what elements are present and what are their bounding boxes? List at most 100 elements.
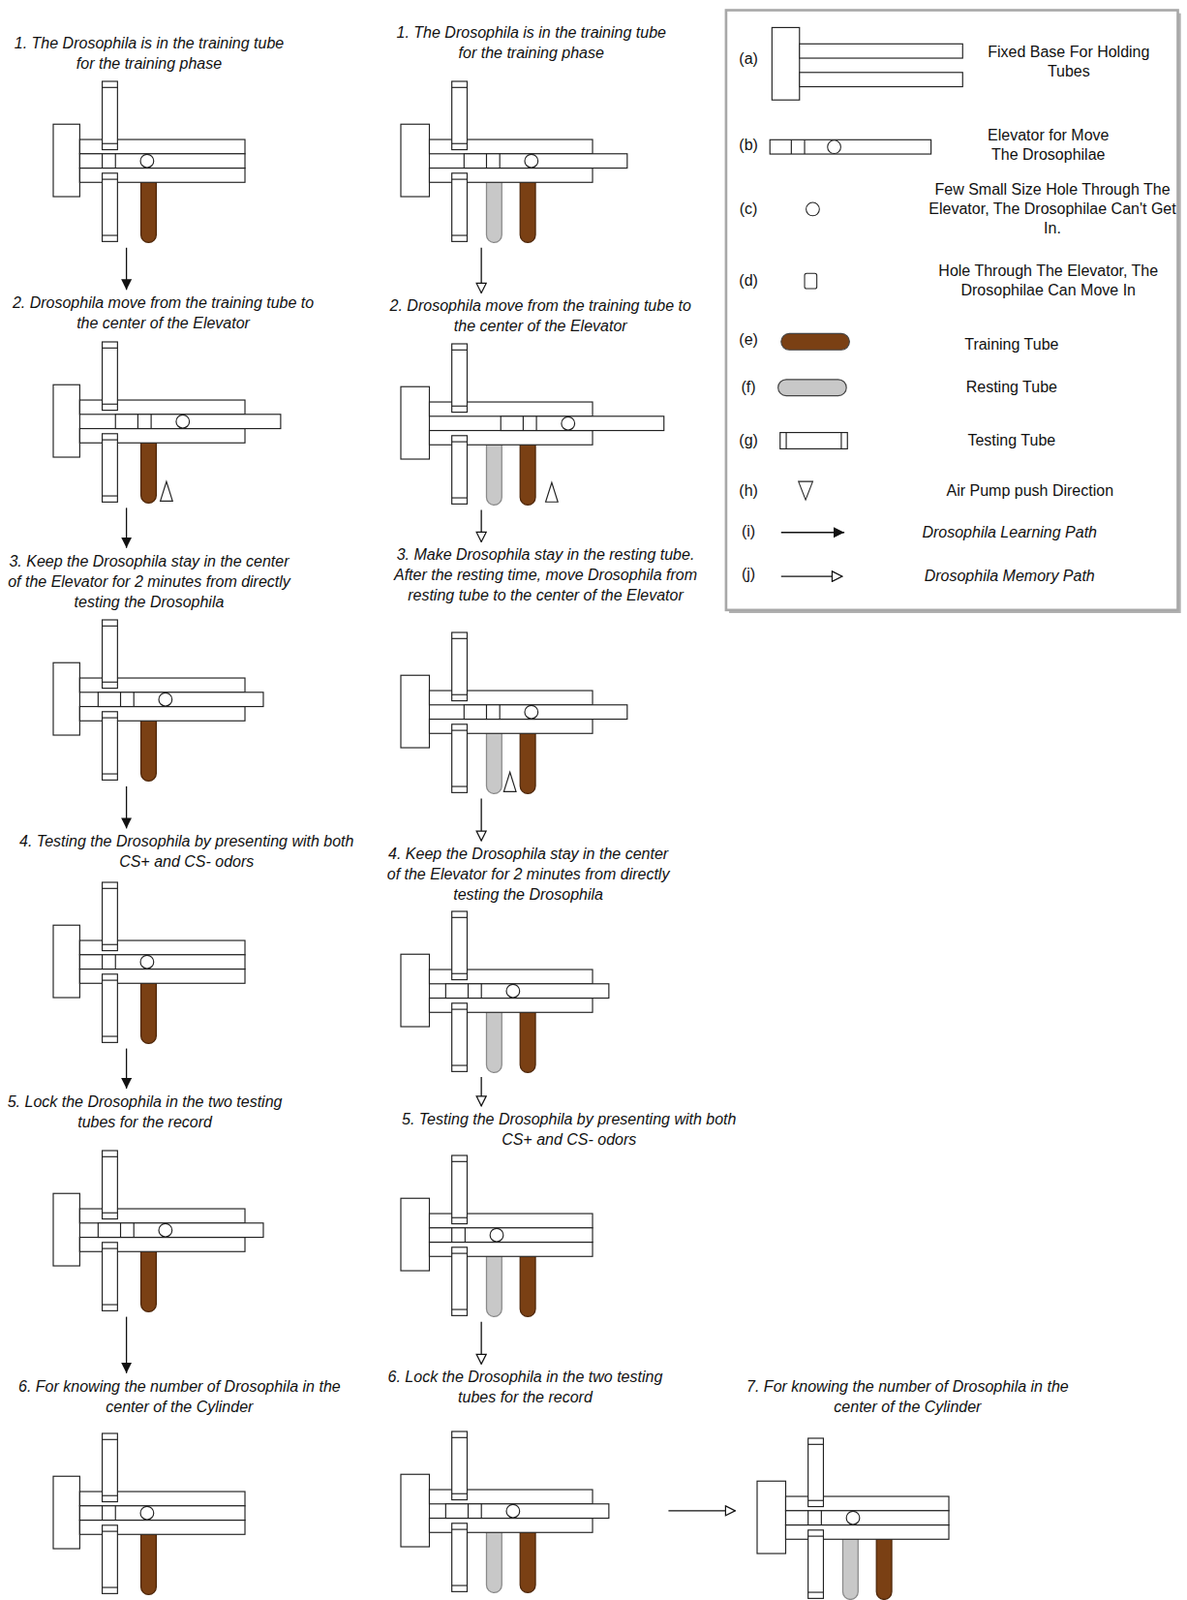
memory-path-arrow: [480, 1076, 482, 1106]
testing-tube: [452, 724, 468, 793]
elevator-hole: [791, 139, 792, 154]
legend-bar: [799, 72, 964, 88]
fixed-base: [53, 384, 80, 457]
legend-letter: (i): [733, 521, 762, 542]
tube-band: [101, 494, 118, 496]
step-caption: 1. The Drosophila is in the training tub…: [386, 22, 677, 63]
tube-band: [807, 1591, 823, 1593]
apparatus-illustration: [53, 619, 274, 788]
process-step: 4. Keep the Drosophila stay in the cente…: [383, 843, 674, 1074]
memory-path-arrow: [480, 247, 482, 294]
small-hole: [158, 693, 173, 707]
training-tube: [876, 1529, 892, 1600]
tube-band: [452, 405, 468, 407]
step-caption: 1. The Drosophila is in the training tub…: [3, 32, 295, 74]
fixed-base: [400, 123, 429, 197]
elevator-bar: [115, 414, 281, 429]
testing-tube: [101, 619, 118, 689]
elevator-hole: [467, 982, 469, 998]
step-caption: 4. Testing the Drosophila by presenting …: [6, 830, 367, 872]
tube-band: [452, 730, 468, 731]
training-tube: [140, 711, 156, 782]
tube-band: [807, 1535, 823, 1537]
learning-path-arrow: [125, 247, 127, 291]
legend-text: Training Tube: [914, 334, 1109, 355]
training-tube: [519, 435, 536, 506]
elevator-hole: [820, 1510, 822, 1525]
elevator-hole: [498, 704, 500, 720]
elevator-bar: [79, 1505, 245, 1521]
process-step: 6. For knowing the number of Drosophila …: [9, 1375, 349, 1597]
tube-band: [452, 1252, 468, 1254]
legend-text: Hole Through The Elevator, The Drosophil…: [923, 261, 1174, 301]
tube-band: [452, 1064, 468, 1066]
air-pump-arrow: [159, 481, 173, 501]
legend-letter: (a): [733, 49, 762, 69]
fixed-base: [53, 924, 80, 998]
tube-band: [101, 1304, 118, 1306]
tube-band: [785, 432, 787, 450]
elevator-bar: [428, 1227, 593, 1243]
tube-band: [101, 1212, 118, 1214]
step-caption: 5. Testing the Drosophila by presenting …: [389, 1108, 750, 1150]
fixed-base: [400, 953, 429, 1027]
step-caption: 5. Lock the Drosophila in the two testin…: [4, 1091, 286, 1132]
tube-band: [452, 1527, 468, 1529]
tube-band: [101, 87, 118, 89]
testing-tube: [101, 973, 118, 1043]
resting-tube: [486, 1521, 502, 1592]
tube-band: [101, 773, 118, 775]
apparatus-illustration: [757, 1437, 960, 1600]
testing-tube: [101, 1432, 118, 1502]
process-step: 5. Testing the Drosophila by presenting …: [389, 1108, 750, 1319]
elevator-bar: [463, 704, 628, 720]
learning-path-arrow: [125, 1316, 127, 1373]
tube-band: [101, 179, 118, 181]
process-step: 5. Lock the Drosophila in the two testin…: [4, 1091, 286, 1314]
drosophila-hole: [804, 273, 818, 289]
resting-tube: [842, 1529, 858, 1600]
tube-band: [807, 1443, 823, 1445]
tube-band: [101, 979, 118, 981]
tube-band: [101, 402, 118, 404]
fixed-base: [400, 386, 429, 459]
fixed-base: [53, 1475, 80, 1549]
elevator-hole: [486, 704, 487, 720]
apparatus-illustration: [400, 343, 674, 512]
training-tube: [140, 973, 156, 1044]
legend-swatch: [778, 379, 848, 396]
step-caption: 7. For knowing the number of Drosophila …: [737, 1375, 1077, 1417]
elevator-hole: [114, 1505, 116, 1521]
testing-tube: [452, 81, 468, 151]
tube-band: [101, 625, 118, 627]
apparatus-illustration: [53, 81, 256, 249]
legend-letter: (g): [733, 430, 762, 451]
fixed-base: [53, 1192, 80, 1266]
tube-band: [101, 681, 118, 683]
learning-path-arrow: [125, 507, 127, 548]
small-hole: [489, 1228, 504, 1243]
elevator-bar: [445, 982, 609, 998]
legend-text: Drosophila Memory Path: [883, 566, 1136, 586]
tube-band: [101, 1035, 118, 1037]
tube-band: [101, 1493, 118, 1495]
tube-band: [101, 235, 118, 237]
tube-band: [101, 1585, 118, 1587]
legend-bar: [799, 43, 964, 59]
legend-letter: (d): [733, 271, 762, 291]
elevator-hole: [150, 414, 152, 429]
testing-tube: [101, 1524, 118, 1594]
tube-band: [807, 1499, 823, 1501]
elevator-bar: [445, 1502, 609, 1518]
apparatus-illustration: [400, 911, 619, 1079]
testing-tube: [101, 882, 118, 951]
legend-testing-tube: [780, 432, 849, 450]
testing-tube: [452, 1155, 468, 1224]
small-hole: [524, 704, 539, 719]
legend-text: Air Pump push Direction: [918, 481, 1142, 501]
small-hole: [806, 202, 821, 216]
tube-band: [452, 143, 468, 145]
